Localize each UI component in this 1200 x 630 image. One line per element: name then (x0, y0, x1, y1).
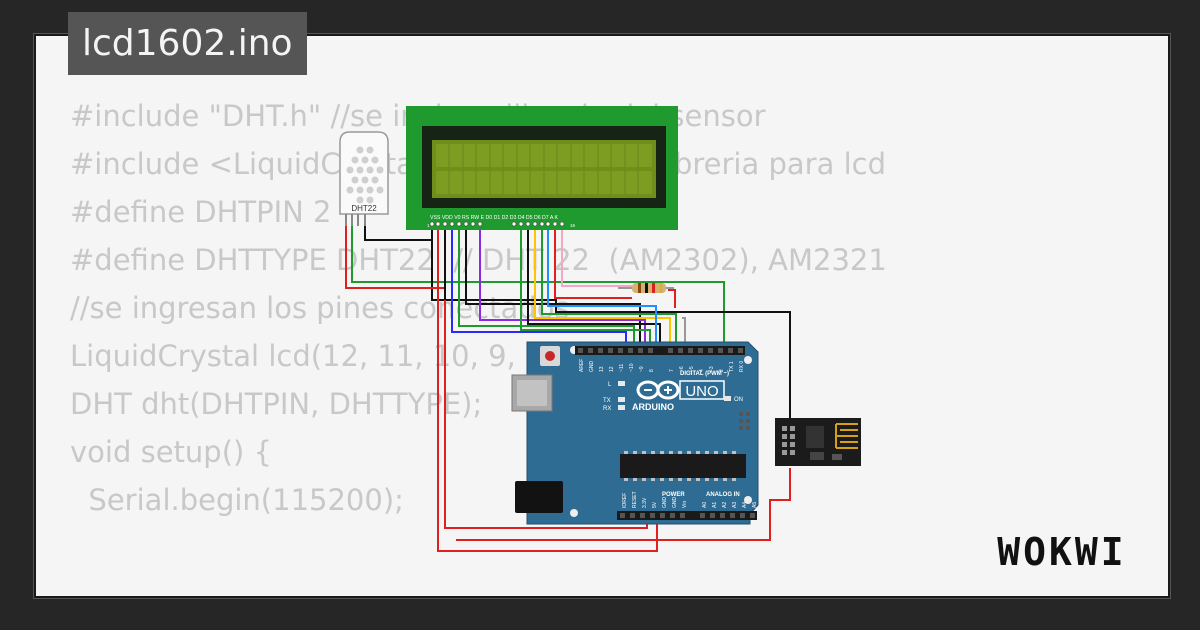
led-on-label: ON (734, 397, 743, 403)
led-tx (618, 397, 625, 402)
pin-label: GND (662, 497, 668, 509)
pin-label: TX 1 (729, 361, 735, 372)
antenna-icon (835, 423, 858, 449)
dht-label: DHT22 (351, 204, 377, 213)
led-rx (618, 405, 625, 410)
pin-label: Vin (682, 501, 688, 508)
pin-label: ~3 (709, 366, 715, 372)
file-name-tab[interactable]: lcd1602.ino (68, 12, 307, 75)
pin-label: IOREF (622, 493, 628, 508)
pin-label: GND (672, 497, 678, 509)
pin-label: 12 (609, 366, 615, 372)
pin-label: ~5 (689, 366, 695, 372)
pin-label: ~10 (629, 363, 635, 372)
arduino-logo-icon (636, 380, 680, 400)
code-line: #define DHTPIN 2 (70, 195, 332, 229)
led-on (724, 396, 731, 401)
dht22-sensor[interactable]: DHT22 (339, 131, 389, 226)
pin-label: A0 (702, 502, 708, 508)
lcd-pin-last: 16 (570, 223, 576, 228)
led-rx-label: RX (603, 406, 611, 412)
lcd-pin-labels: VSS VDD V0 RS RW E D0 D1 D2 D3 D4 D5 D6 … (430, 215, 558, 221)
pin-label: A3 (732, 502, 738, 508)
pin-label: A2 (722, 502, 728, 508)
led-l-label: L (608, 382, 612, 388)
lcd-pin-first: 1 (427, 223, 430, 228)
wokwi-logo: WOKWI (997, 530, 1126, 574)
pin-label: A5 (752, 502, 758, 508)
pin-label: 3.3V (642, 497, 648, 508)
pin-label: ~6 (679, 366, 685, 372)
atmega-chip (620, 454, 746, 478)
code-line: Serial.begin(115200); (70, 483, 404, 517)
pin-label: 13 (599, 366, 605, 372)
code-line: LiquidCrystal lcd(12, 11, 10, 9, 8, 7); (70, 339, 602, 373)
pin-label: A1 (712, 502, 718, 508)
pin-label: GND (589, 361, 595, 373)
pin-label: 7 (669, 369, 675, 372)
board-brand: ARDUINO (632, 402, 674, 412)
resistor[interactable] (618, 283, 674, 293)
code-line: DHT dht(DHTPIN, DHTTYPE); (70, 387, 483, 421)
wires (345, 222, 791, 552)
power-label: POWER (662, 492, 685, 498)
led-tx-label: TX (603, 398, 611, 404)
wokwi-logo-text: WOKWI (997, 530, 1126, 574)
lcd1602-display[interactable]: VSS VDD V0 RS RW E D0 D1 D2 D3 D4 D5 D6 … (406, 106, 678, 230)
code-editor[interactable]: #include "DHT.h" //se incluye libreria d… (70, 92, 887, 524)
arduino-uno-board[interactable]: AREF GND 13 12 ~11 ~10 ~9 8 7 ~6 ~5 4 ~3… (511, 341, 759, 525)
pin-label: A4 (742, 502, 748, 508)
pin-label: 8 (649, 369, 655, 372)
pin-label: ~9 (639, 366, 645, 372)
pin-label: AREF (579, 359, 585, 372)
led-l (618, 381, 625, 386)
pin-label: RX 0 (739, 361, 745, 372)
pin-label: ~11 (619, 364, 625, 372)
digital-label: DIGITAL (PWM ~) (680, 371, 729, 377)
pin-label: 5V (652, 501, 658, 508)
board-model: UNO (685, 383, 718, 400)
esp01-module[interactable] (775, 418, 861, 466)
pin-label: 2 (719, 369, 725, 372)
code-line: void setup() { (70, 435, 272, 469)
pin-label: 4 (699, 369, 705, 372)
analog-label: ANALOG IN (706, 492, 740, 498)
pin-label: RESET (632, 491, 638, 508)
